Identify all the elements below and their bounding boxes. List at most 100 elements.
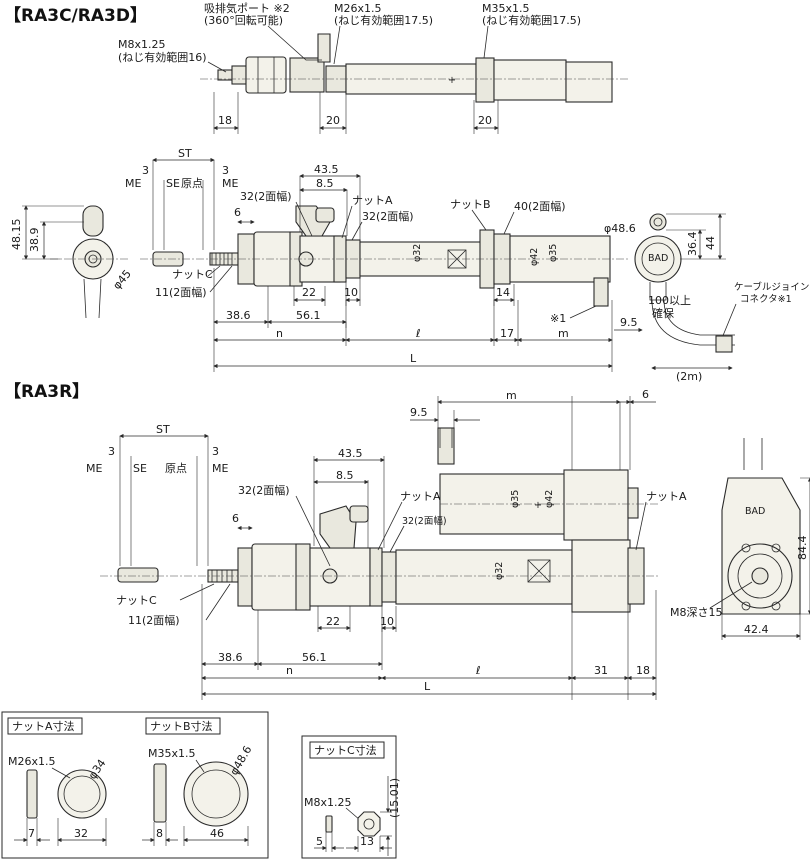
dim-18: 18 xyxy=(636,664,650,677)
label-flats-11: 11(2面幅) xyxy=(128,614,180,627)
dia-35: φ35 xyxy=(548,244,559,262)
label-cable-len: (2m) xyxy=(676,370,702,383)
label-cable-joint: ケーブルジョイント xyxy=(734,281,810,293)
ra3c-right-end-view: 44 36.4 φ48.6 BAD xyxy=(604,213,735,346)
label-flats-32b: 32(2面幅) xyxy=(402,515,447,527)
dim-st: ST xyxy=(156,423,170,436)
dia-35: φ35 xyxy=(510,490,521,508)
dim-17: 17 xyxy=(500,327,514,340)
dim-6b: 6 xyxy=(642,388,649,401)
dim-44: 44 xyxy=(704,236,717,250)
dim-L: L xyxy=(424,680,431,693)
nut-a-32: 32 xyxy=(74,827,88,840)
label-exhaust-port: 吸排気ポート ※2 xyxy=(204,1,290,15)
top-view-dims: 18 20 20 吸排気ポート ※2 (360°回転可能) M26x1.5 (ね… xyxy=(118,1,581,134)
dim-m: m xyxy=(558,327,569,340)
dia-42: φ42 xyxy=(529,248,540,266)
label-m26-note: (ねじ有効範囲17.5) xyxy=(334,13,433,27)
dia-32: φ32 xyxy=(494,562,505,580)
label-m26: M26x1.5 xyxy=(334,2,382,15)
label-nut-a-2: ナットA xyxy=(646,490,687,503)
top-view-cylinder: + xyxy=(200,33,630,103)
title-ra3r: 【RA3R】 xyxy=(4,381,89,402)
label-nut-a: ナットA xyxy=(352,194,393,207)
label-me: ME xyxy=(125,177,141,190)
label-origin: 原点 xyxy=(181,177,203,190)
dim-38-9: 38.9 xyxy=(28,228,41,253)
nut-a-thread: M26x1.5 xyxy=(8,755,56,768)
label-me: ME xyxy=(86,462,102,475)
ra3r-dims: ST 3 3 ME SE 原点 ME 43.5 8.5 32(2面幅) ナットA… xyxy=(86,388,687,700)
logo-bad: BAD xyxy=(745,506,765,517)
label-clearance-2: 確保 xyxy=(652,306,674,320)
dim-42-4: 42.4 xyxy=(744,623,769,636)
ra3c-left-end-view: 48.15 38.9 φ45 xyxy=(10,205,134,319)
dim-3a: 3 xyxy=(142,164,149,177)
dim-10: 10 xyxy=(344,286,358,299)
dia-32: φ32 xyxy=(412,244,423,262)
title-nut-b: ナットB寸法 xyxy=(150,719,213,733)
dim-10: 10 xyxy=(380,615,394,628)
dim-84-4: 84.4 xyxy=(796,536,809,561)
dim-18: 18 xyxy=(218,114,232,127)
dim-43-5: 43.5 xyxy=(338,447,363,460)
nut-b-thread: M35x1.5 xyxy=(148,747,196,760)
dim-8-5: 8.5 xyxy=(316,177,334,190)
nut-b-8: 8 xyxy=(156,827,163,840)
dim-l: ℓ xyxy=(475,664,481,677)
label-m8: M8x1.25 xyxy=(118,38,166,51)
label-exhaust-port-note: (360°回転可能) xyxy=(204,13,283,27)
label-flats-11: 11(2面幅) xyxy=(155,286,207,299)
dim-43-5: 43.5 xyxy=(314,163,339,176)
label-se: SE xyxy=(133,462,147,475)
dim-l: ℓ xyxy=(415,327,421,340)
nut-a-7: 7 xyxy=(28,827,35,840)
dim-56-1: 56.1 xyxy=(302,651,327,664)
note-1: ※1 xyxy=(550,312,566,325)
dim-m: m xyxy=(506,389,517,402)
dim-6: 6 xyxy=(234,206,241,219)
dim-38-6: 38.6 xyxy=(218,651,243,664)
label-nut-b: ナットB xyxy=(450,198,491,211)
ra3r-end-view: BAD 84.4 42.4 M8深さ15 xyxy=(670,438,810,640)
dim-9-5: 9.5 xyxy=(620,316,638,329)
nut-c-dimension-box: ナットC寸法 M8x1.25 (15.01) 5 13 xyxy=(301,735,401,859)
label-nut-c: ナットC xyxy=(116,594,157,607)
label-clearance: 100以上 xyxy=(648,294,691,307)
label-flats-32: 32(2面幅) xyxy=(238,484,290,497)
title-ra3c-ra3d: 【RA3C/RA3D】 xyxy=(4,5,147,26)
ra3c-dims: ST 3 3 ME SE 原点 ME 43.5 8.5 ナットA 32(2面幅)… xyxy=(125,147,810,383)
dim-L: L xyxy=(410,352,417,365)
svg-text:+: + xyxy=(448,75,456,86)
dim-9-5: 9.5 xyxy=(410,406,428,419)
dim-36-4: 36.4 xyxy=(686,232,699,257)
label-nut-a: ナットA xyxy=(400,490,441,503)
ra3c-side-body xyxy=(140,205,628,307)
label-flats-32b: 32(2面幅) xyxy=(362,210,414,223)
label-se: SE xyxy=(166,177,180,190)
dim-22: 22 xyxy=(326,615,340,628)
dim-8-5: 8.5 xyxy=(336,469,354,482)
dim-38-6: 38.6 xyxy=(226,309,251,322)
dim-14: 14 xyxy=(496,286,510,299)
label-m35: M35x1.5 xyxy=(482,2,530,15)
svg-text:+: + xyxy=(534,500,542,511)
nut-c-thread: M8x1.25 xyxy=(304,796,352,809)
dia-45: φ45 xyxy=(110,267,134,292)
dim-48-15: 48.15 xyxy=(10,219,23,251)
label-nut-c: ナットC xyxy=(172,268,213,281)
dim-3b: 3 xyxy=(212,445,219,458)
label-flats-32: 32(2面幅) xyxy=(240,190,292,203)
dim-3b: 3 xyxy=(222,164,229,177)
dim-n: n xyxy=(276,327,283,340)
label-me-2: ME xyxy=(222,177,238,190)
dia-42: φ42 xyxy=(544,490,555,508)
dim-20a: 20 xyxy=(326,114,340,127)
label-me-2: ME xyxy=(212,462,228,475)
dim-6: 6 xyxy=(232,512,239,525)
nut-ab-dimension-box: ナットA寸法 ナットB寸法 M26x1.5 φ34 7 32 M35x1.5 φ… xyxy=(1,711,269,859)
nut-c-5: 5 xyxy=(316,835,323,848)
dim-n: n xyxy=(286,664,293,677)
dim-22: 22 xyxy=(302,286,316,299)
